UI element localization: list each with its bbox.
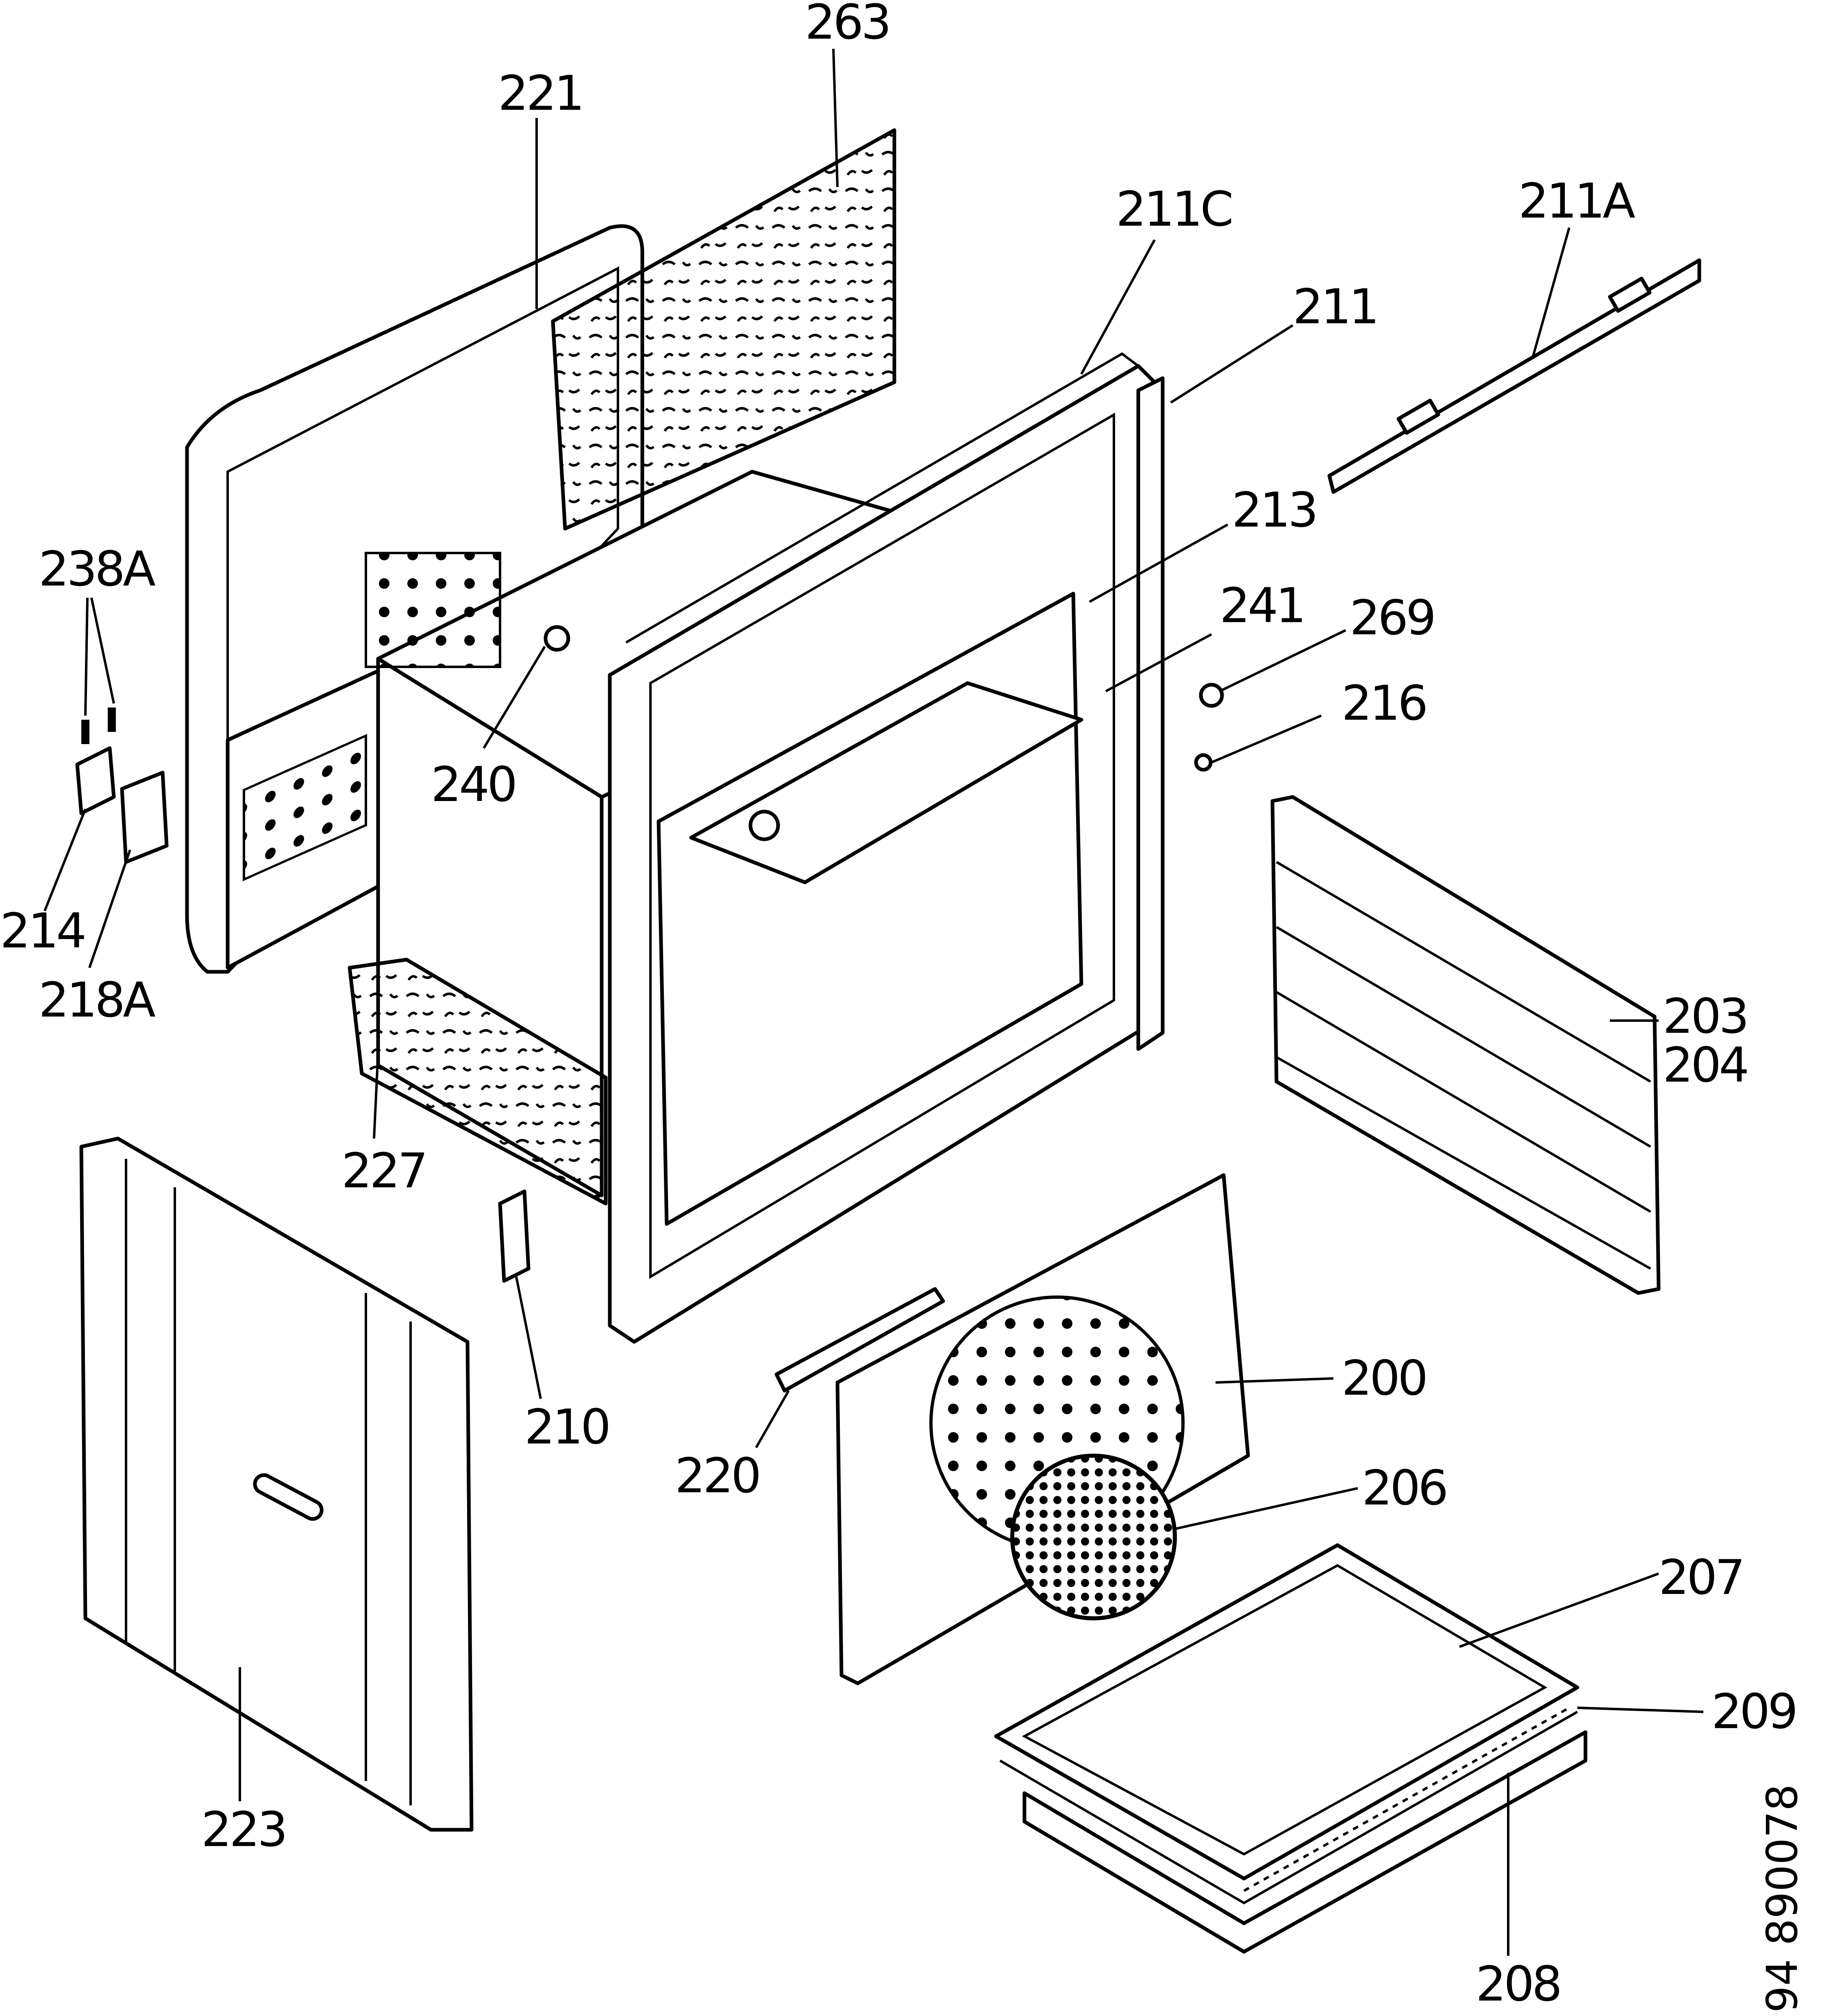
label-240: 240 xyxy=(431,756,515,812)
cavity-liner-213 xyxy=(689,681,1083,884)
side-panel-223 xyxy=(79,1136,474,1832)
drip-pan-208 xyxy=(1022,1730,1587,1954)
bracket-210 xyxy=(498,1189,531,1283)
label-210: 210 xyxy=(524,1399,609,1455)
label-207: 207 xyxy=(1659,1549,1743,1605)
label-211: 211 xyxy=(1293,279,1377,335)
label-263: 263 xyxy=(805,0,889,50)
label-269: 269 xyxy=(1350,590,1434,646)
wire-grid-209 xyxy=(999,1707,1578,1905)
label-216: 216 xyxy=(1342,675,1426,731)
label-227: 227 xyxy=(341,1143,426,1199)
rear-fan-panel-200 xyxy=(835,1173,1250,1685)
top-rail-211A xyxy=(1327,258,1701,494)
fan-guard-206 xyxy=(1010,1454,1177,1620)
bottom-insulation-227 xyxy=(348,958,608,1206)
label-241: 241 xyxy=(1220,577,1304,634)
label-220: 220 xyxy=(675,1448,759,1504)
leader-lines xyxy=(43,48,1704,1956)
label-204: 204 xyxy=(1663,1037,1747,1093)
label-203: 203 xyxy=(1663,988,1747,1044)
label-221: 221 xyxy=(498,65,582,121)
label-223: 223 xyxy=(201,1801,285,1857)
shelf-runners-203-204 xyxy=(1270,795,1661,1295)
part-220 xyxy=(774,1287,945,1393)
knob-240 xyxy=(544,625,570,652)
label-208: 208 xyxy=(1476,1956,1560,2012)
baking-tray-207 xyxy=(994,1543,1579,1881)
drawing-code: 94 890078 xyxy=(1757,1784,1807,2013)
label-218A: 218A xyxy=(39,972,155,1028)
label-209: 209 xyxy=(1711,1683,1796,1740)
label-206: 206 xyxy=(1362,1460,1446,1516)
label-211A: 211A xyxy=(1518,173,1635,229)
top-insulation-263 xyxy=(551,128,896,531)
label-200: 200 xyxy=(1342,1350,1426,1406)
screw-216 xyxy=(1194,753,1213,772)
label-211C: 211C xyxy=(1116,181,1231,237)
label-213: 213 xyxy=(1232,482,1316,538)
screw-269 xyxy=(1199,683,1224,708)
hinge-parts-214-218A xyxy=(75,708,169,864)
label-214: 214 xyxy=(0,903,84,959)
label-238A: 238A xyxy=(39,541,155,597)
